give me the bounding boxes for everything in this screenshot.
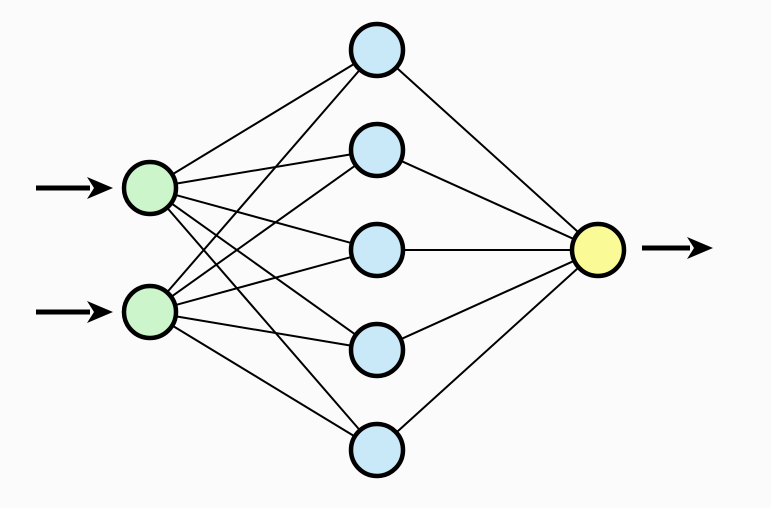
edge-h1-o1 — [394, 65, 581, 235]
node-i2[interactable] — [121, 283, 179, 341]
io-arrows-group — [36, 177, 713, 323]
edge-i2-h5 — [170, 323, 357, 439]
edge-h5-o1 — [394, 265, 581, 435]
edge-i2-h2 — [169, 163, 358, 299]
edge-i1-h2 — [173, 153, 354, 185]
nodes-group — [121, 21, 627, 479]
edge-i1-h3 — [173, 193, 354, 245]
input-arrow-top-head — [87, 177, 113, 199]
edge-i2-h4 — [173, 315, 354, 347]
edge-i2-h3 — [173, 255, 354, 307]
node-i1[interactable] — [121, 159, 179, 217]
edge-h4-o1 — [398, 259, 577, 341]
edge-i2-h1 — [165, 67, 362, 295]
node-h5[interactable] — [348, 421, 406, 479]
node-o1[interactable] — [569, 221, 627, 279]
node-h1[interactable] — [348, 21, 406, 79]
edges-group — [165, 61, 581, 439]
edge-h2-o1 — [398, 159, 577, 241]
edge-i1-h4 — [169, 201, 358, 337]
edge-i1-h5 — [165, 205, 362, 433]
node-h3[interactable] — [348, 221, 406, 279]
node-h4[interactable] — [348, 321, 406, 379]
input-arrow-bottom-head — [87, 301, 113, 323]
node-h2[interactable] — [348, 121, 406, 179]
output-arrow-head — [687, 237, 713, 259]
edge-i1-h1 — [170, 61, 357, 177]
